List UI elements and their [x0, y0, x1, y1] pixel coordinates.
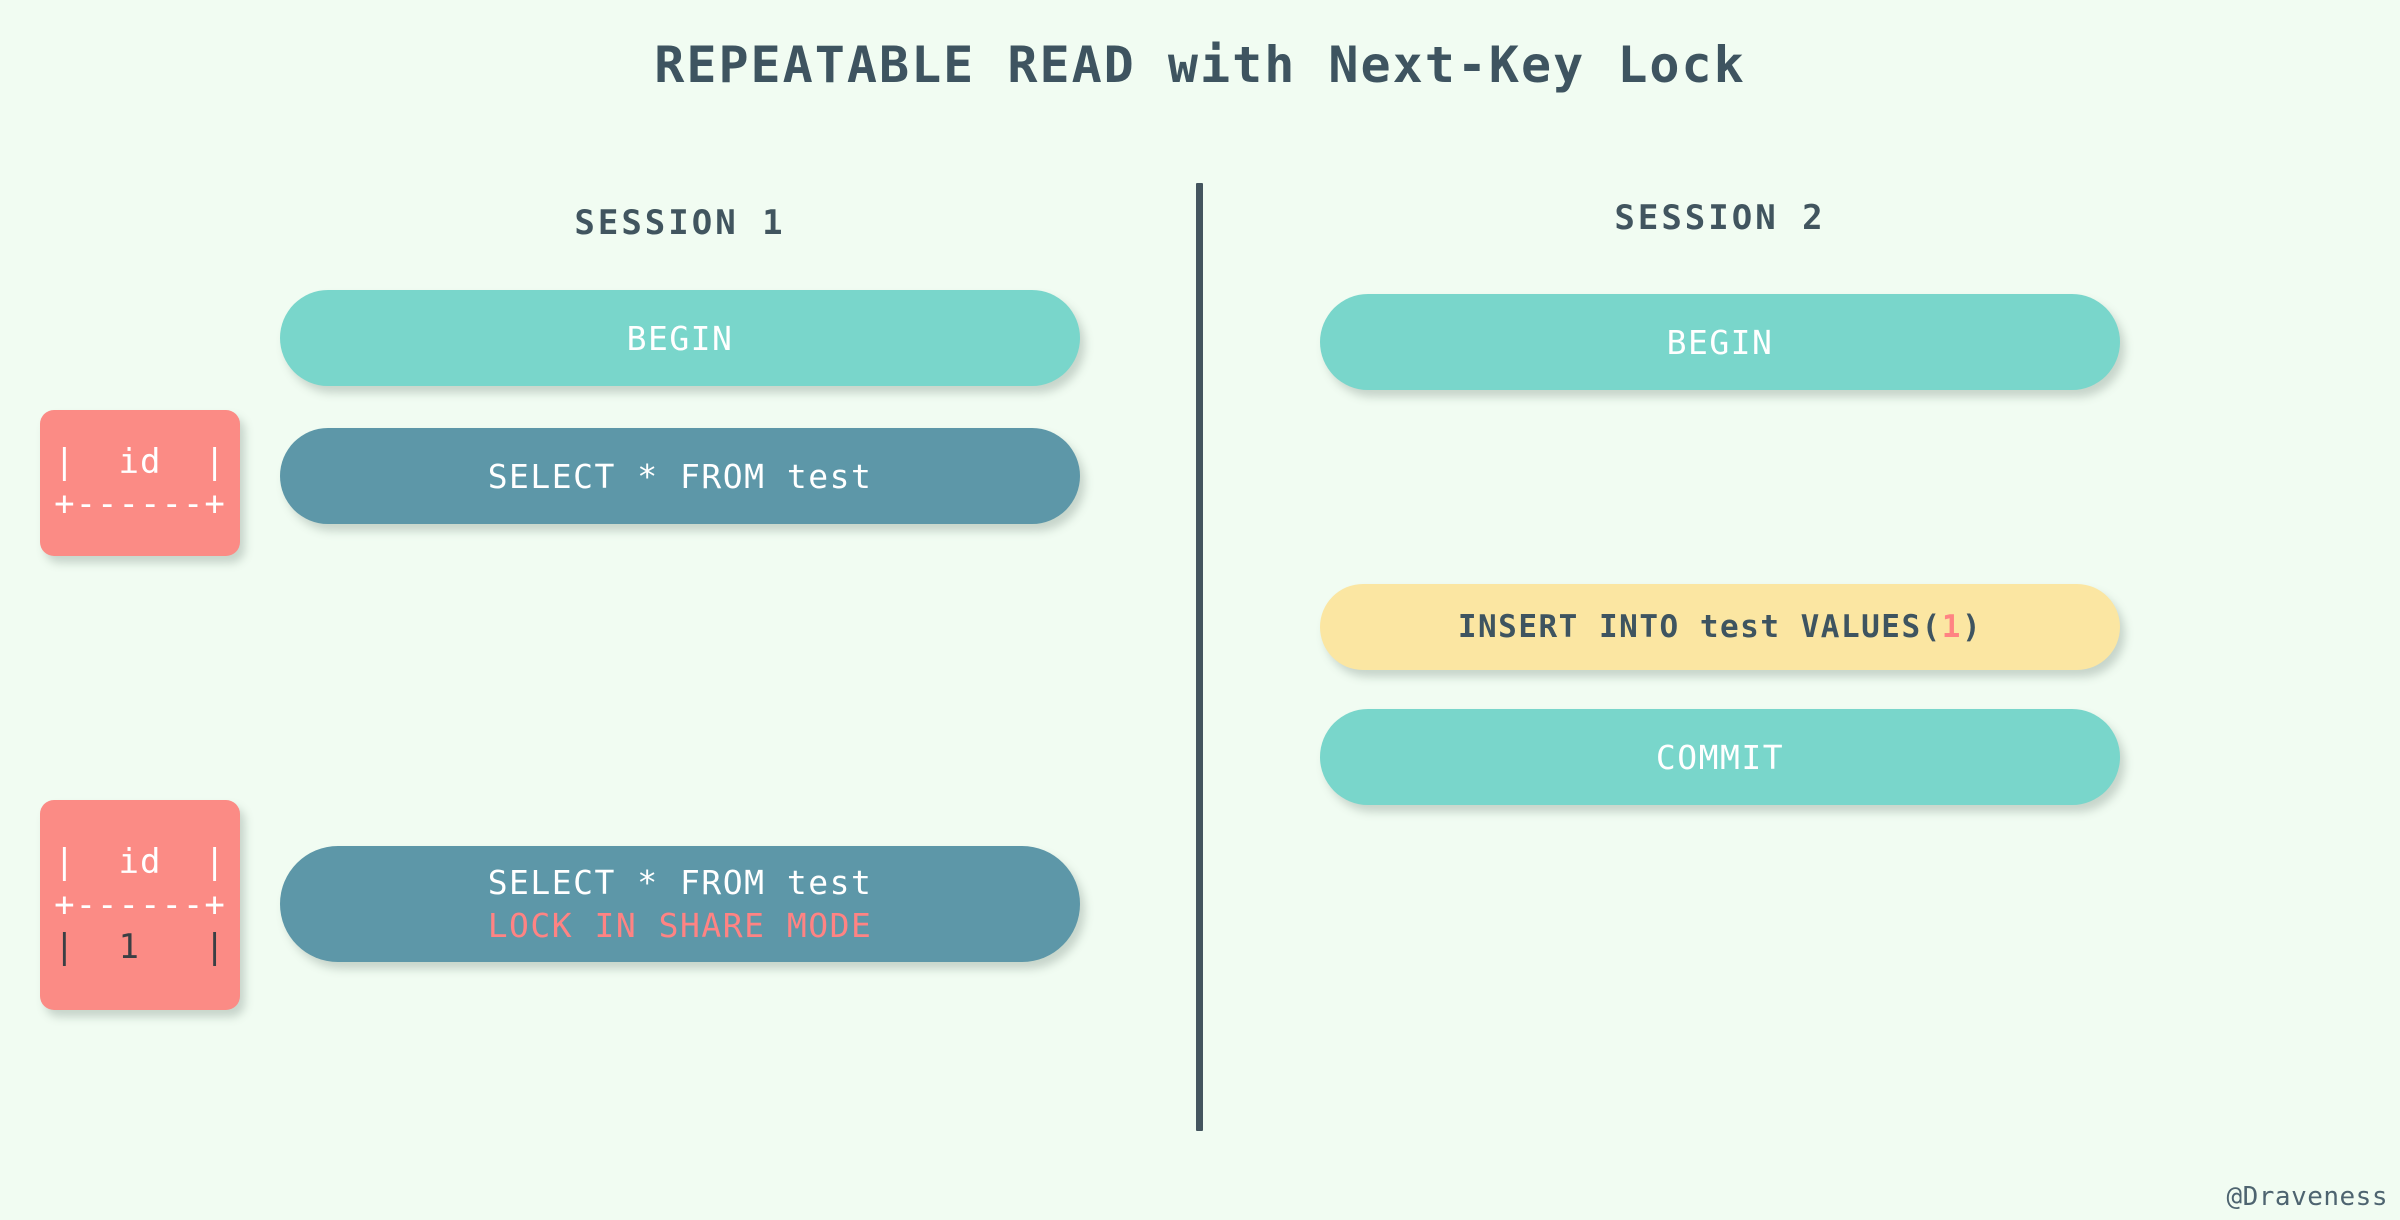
page-title: REPEATABLE READ with Next-Key Lock: [654, 36, 1746, 94]
session-1-step-begin[interactable]: BEGIN: [280, 290, 1080, 386]
insert-statement-suffix: ): [1961, 608, 1983, 645]
session-2-step-commit[interactable]: COMMIT: [1320, 709, 2120, 805]
session-1-result-empty: | id | +------+: [40, 410, 240, 556]
step-label: SELECT * FROM test: [487, 456, 873, 496]
insert-statement-prefix: INSERT INTO test VALUES(: [1457, 608, 1942, 645]
step-label: COMMIT: [1655, 737, 1785, 777]
session-1-step-select-1[interactable]: SELECT * FROM test: [280, 428, 1080, 524]
result-row: | id |: [54, 441, 226, 482]
session-1-label: SESSION 1: [574, 203, 786, 243]
session-2-step-insert[interactable]: INSERT INTO test VALUES(1): [1320, 584, 2120, 670]
session-1-step-select-2[interactable]: SELECT * FROM test LOCK IN SHARE MODE: [280, 846, 1080, 962]
step-label: INSERT INTO test VALUES(1): [1457, 608, 1983, 645]
result-row: | 1 |: [54, 927, 226, 968]
result-row: +------+: [54, 484, 226, 524]
session-2-label: SESSION 2: [1614, 198, 1826, 238]
result-row: +------+: [54, 884, 226, 925]
step-label: BEGIN: [626, 318, 734, 358]
session-2-step-begin[interactable]: BEGIN: [1320, 294, 2120, 390]
session-divider: [1196, 183, 1203, 1131]
step-label: BEGIN: [1666, 322, 1774, 362]
step-label: SELECT * FROM test: [487, 863, 873, 902]
insert-statement-value: 1: [1941, 608, 1962, 645]
result-row: | id |: [54, 842, 226, 883]
author-watermark: @Draveness: [2226, 1182, 2388, 1212]
step-label-lock-clause: LOCK IN SHARE MODE: [487, 906, 873, 945]
session-1-result-one-row: | id | +------+ | 1 |: [40, 800, 240, 1010]
